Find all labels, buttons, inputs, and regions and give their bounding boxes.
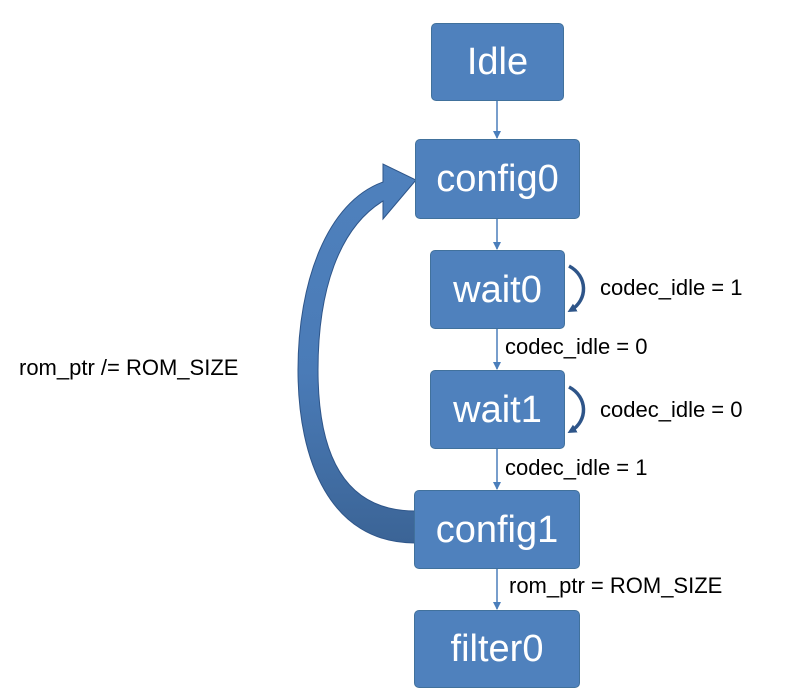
label-wait0-self: codec_idle = 1 (600, 275, 743, 300)
loop-arrow-config1-config0 (297, 163, 417, 544)
label-config1-to-config0: rom_ptr /= ROM_SIZE (19, 355, 239, 380)
self-loop-wait0 (567, 264, 586, 313)
state-config0: config0 (415, 139, 580, 219)
state-idle: Idle (431, 23, 564, 101)
label-config1-to-filter0: rom_ptr = ROM_SIZE (509, 573, 723, 598)
label-wait0-to-wait1: codec_idle = 0 (505, 334, 648, 359)
state-wait1: wait1 (430, 370, 565, 449)
state-config1: config1 (414, 490, 580, 569)
state-wait0: wait0 (430, 250, 565, 329)
label-wait1-to-config1: codec_idle = 1 (505, 455, 648, 480)
self-loop-wait1 (567, 385, 586, 434)
label-wait1-self: codec_idle = 0 (600, 397, 743, 422)
state-filter0: filter0 (414, 610, 580, 688)
